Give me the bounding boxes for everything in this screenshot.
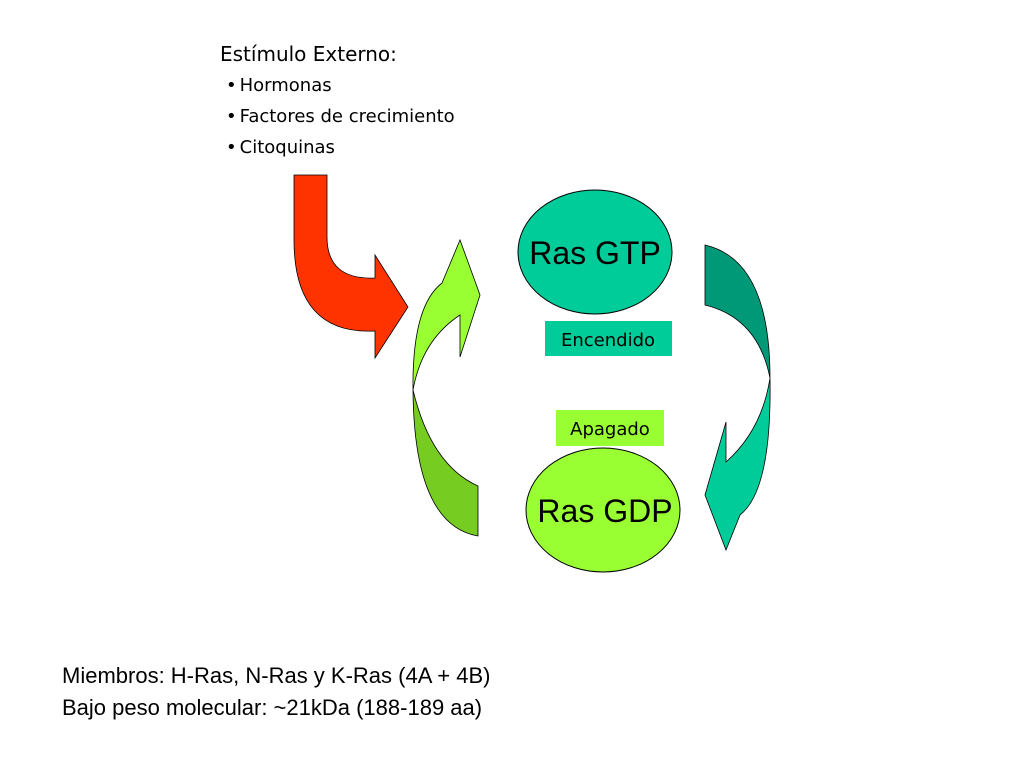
activation-arrow-lower <box>412 389 479 537</box>
activation-arrow-upper <box>412 238 481 391</box>
stimulus-list: Hormonas Factores de crecimiento Citoqui… <box>226 70 455 163</box>
ras-gtp-label: Ras GTP <box>529 235 661 271</box>
footer-text: Miembros: H-Ras, N-Ras y K-Ras (4A + 4B)… <box>62 660 490 724</box>
inactivation-arrow-lower <box>704 377 771 552</box>
footer-members: Miembros: H-Ras, N-Ras y K-Ras (4A + 4B) <box>62 663 491 688</box>
encendido-label: Encendido <box>561 330 655 351</box>
ras-gtp-ellipse <box>517 189 673 315</box>
ras-gdp-label: Ras GDP <box>537 493 672 529</box>
footer-weight: Bajo peso molecular: ~21kDa (188-189 aa) <box>62 695 483 720</box>
stimulus-title: Estímulo Externo: <box>220 42 397 66</box>
encendido-tag <box>545 321 672 356</box>
stimulus-item-factores: Factores de crecimiento <box>226 101 455 132</box>
stimulus-item-citoquinas: Citoquinas <box>226 132 455 163</box>
apagado-tag <box>556 410 664 446</box>
stimulus-arrow <box>293 174 409 360</box>
apagado-label: Apagado <box>570 419 650 440</box>
stimulus-block: Estímulo Externo: Hormonas Factores de c… <box>220 40 455 163</box>
ras-gdp-ellipse <box>525 447 681 573</box>
stimulus-item-hormonas: Hormonas <box>226 70 455 101</box>
inactivation-arrow-upper <box>704 244 771 379</box>
